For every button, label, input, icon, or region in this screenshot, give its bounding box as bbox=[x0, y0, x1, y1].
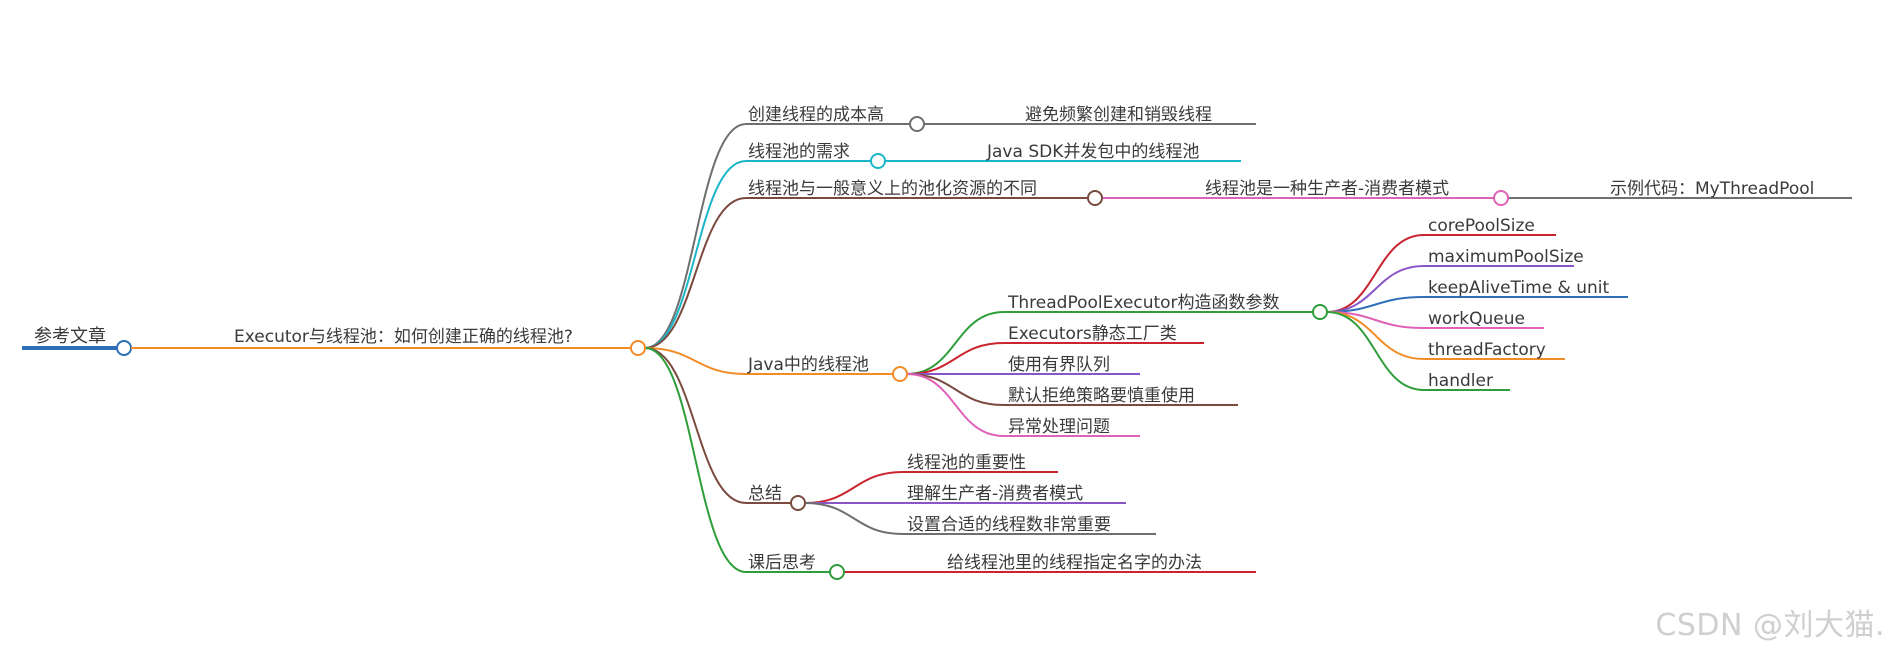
connector-java-to-sub-3 bbox=[906, 373, 1005, 406]
csdn-watermark: CSDN @刘大猫. bbox=[1655, 608, 1885, 643]
branch-node-need[interactable] bbox=[870, 153, 886, 169]
connector-tpe-to-param-0 bbox=[1326, 234, 1425, 313]
sub-label-exception: 异常处理问题 bbox=[1008, 417, 1110, 437]
branch-label-difference: 线程池与一般意义上的池化资源的不同 bbox=[748, 179, 1037, 199]
connector-java-to-sub-1 bbox=[906, 342, 1005, 375]
connector-tpe-to-param-5 bbox=[1326, 311, 1425, 391]
param-label-workqueue: workQueue bbox=[1428, 309, 1525, 329]
branch-label-summary: 总结 bbox=[748, 484, 782, 504]
leaf-label-thread-name: 给线程池里的线程指定名字的办法 bbox=[947, 553, 1202, 573]
param-label-keepalivetime: keepAliveTime & unit bbox=[1428, 278, 1609, 298]
leaf-label-understand-pc: 理解生产者-消费者模式 bbox=[907, 484, 1083, 504]
branch-node-cost[interactable] bbox=[909, 116, 925, 132]
sub-label-executors: Executors静态工厂类 bbox=[1008, 324, 1177, 344]
connector-main-to-branch-0 bbox=[644, 123, 747, 349]
sub-node-tpe-params[interactable] bbox=[1312, 304, 1328, 320]
root-topic-label: 参考文章 bbox=[34, 326, 106, 347]
connector-tpe-to-param-1 bbox=[1326, 265, 1425, 313]
connector-java-to-sub-4 bbox=[906, 373, 1005, 437]
leaf-label-avoid-create: 避免频繁创建和销毁线程 bbox=[1025, 105, 1212, 125]
branch-node-difference[interactable] bbox=[1087, 190, 1103, 206]
root-node-handle[interactable] bbox=[116, 340, 132, 356]
sub-label-tpe-params: ThreadPoolExecutor构造函数参数 bbox=[1007, 293, 1280, 313]
connector-main-to-branch-3 bbox=[644, 347, 747, 375]
summary-connectors bbox=[804, 471, 904, 535]
connector-summary-to-leaf-0 bbox=[804, 471, 904, 504]
sub-label-producer-consumer: 线程池是一种生产者-消费者模式 bbox=[1205, 179, 1449, 199]
sub-node-producer-consumer[interactable] bbox=[1493, 190, 1509, 206]
connector-main-to-branch-1 bbox=[644, 160, 747, 349]
param-label-threadfactory: threadFactory bbox=[1428, 340, 1546, 360]
connector-main-to-branch-2 bbox=[644, 197, 747, 349]
param-label-handler: handler bbox=[1428, 371, 1493, 391]
leaf-label-sdk: Java SDK并发包中的线程池 bbox=[986, 142, 1199, 162]
main-topic-label: Executor与线程池：如何创建正确的线程池? bbox=[234, 327, 573, 347]
param-label-maximumpoolsize: maximumPoolSize bbox=[1428, 247, 1584, 267]
leaf-label-mythreadpool: 示例代码：MyThreadPool bbox=[1610, 179, 1814, 199]
connector-summary-to-leaf-2 bbox=[804, 502, 904, 535]
param-label-corepoolsize: corePoolSize bbox=[1428, 216, 1535, 236]
main-branch-connectors bbox=[644, 123, 747, 573]
branch-label-cost: 创建线程的成本高 bbox=[748, 105, 884, 125]
branch-label-homework: 课后思考 bbox=[748, 553, 816, 573]
tpe-param-connectors bbox=[1326, 234, 1425, 391]
main-node-handle[interactable] bbox=[630, 340, 646, 356]
branch-node-homework[interactable] bbox=[829, 564, 845, 580]
connector-java-to-sub-0 bbox=[906, 311, 1005, 375]
branch-label-need: 线程池的需求 bbox=[748, 142, 850, 162]
sub-label-bounded-queue: 使用有界队列 bbox=[1008, 354, 1110, 375]
leaf-label-importance: 线程池的重要性 bbox=[907, 453, 1026, 473]
branch-node-summary[interactable] bbox=[790, 495, 806, 511]
leaf-label-thread-count: 设置合适的线程数非常重要 bbox=[907, 515, 1111, 535]
connector-main-to-branch-5 bbox=[644, 347, 747, 573]
connector-tpe-to-param-2 bbox=[1326, 296, 1425, 313]
java-branch-connectors bbox=[906, 311, 1005, 437]
connector-main-to-branch-4 bbox=[644, 347, 747, 504]
branch-label-java-pool: Java中的线程池 bbox=[747, 355, 869, 375]
branch-node-java-pool[interactable] bbox=[892, 366, 908, 382]
sub-label-reject-policy: 默认拒绝策略要慎重使用 bbox=[1008, 385, 1195, 406]
